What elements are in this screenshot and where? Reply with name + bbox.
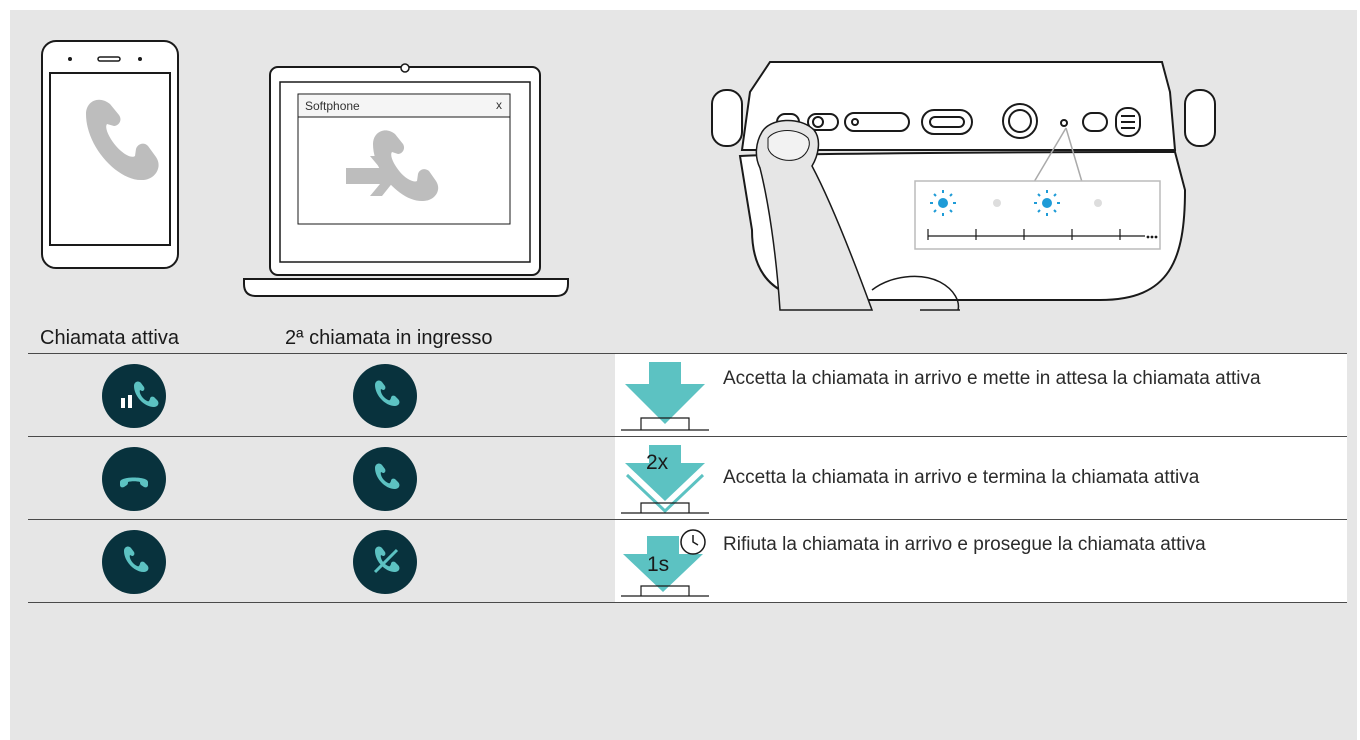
headset-illustration xyxy=(711,61,1216,311)
finger-illustration xyxy=(755,119,960,311)
instruction-cell: 2x Accetta la chiamata in arrivo e termi… xyxy=(615,437,1347,519)
press-count-label: 2x xyxy=(646,451,669,474)
laptop-illustration xyxy=(243,63,569,297)
call-end-icon xyxy=(102,447,166,511)
call-incoming-icon xyxy=(353,364,417,428)
double-press-icon xyxy=(621,445,709,514)
call-incoming-icon xyxy=(353,447,417,511)
instruction-text: Accetta la chiamata in arrivo e termina … xyxy=(723,467,1200,488)
column-header-active-call: Chiamata attiva xyxy=(40,327,179,349)
instruction-text: Rifiuta la chiamata in arrivo e prosegue… xyxy=(723,534,1206,555)
table-row: Accetta la chiamata in arrivo e mette in… xyxy=(28,354,1347,436)
illustration xyxy=(41,40,1216,311)
softphone-close-icon: x xyxy=(496,98,502,112)
single-press-icon xyxy=(621,362,709,431)
column-header-incoming-call: 2ª chiamata in ingresso xyxy=(285,327,493,349)
instruction-cell: 1s Rifiuta la chiamata in arrivo e prose… xyxy=(615,520,1347,602)
table-divider xyxy=(28,519,1347,520)
long-press-icon xyxy=(621,529,709,597)
table-divider xyxy=(28,353,1347,354)
call-hold-icon xyxy=(102,364,166,428)
table-divider xyxy=(28,602,1347,603)
softphone-window-title: Softphone xyxy=(305,99,360,113)
table-row: 2x Accetta la chiamata in arrivo e termi… xyxy=(28,437,1347,519)
instruction-cell: Accetta la chiamata in arrivo e mette in… xyxy=(615,354,1347,436)
led-indicator xyxy=(927,190,1158,240)
smartphone-illustration xyxy=(41,40,179,269)
instruction-text: Accetta la chiamata in arrivo e mette in… xyxy=(723,368,1261,389)
table-divider xyxy=(28,436,1347,437)
call-reject-icon xyxy=(353,530,417,594)
call-active-icon xyxy=(102,530,166,594)
press-duration-label: 1s xyxy=(647,553,670,576)
table-row: 1s Rifiuta la chiamata in arrivo e prose… xyxy=(28,520,1347,602)
